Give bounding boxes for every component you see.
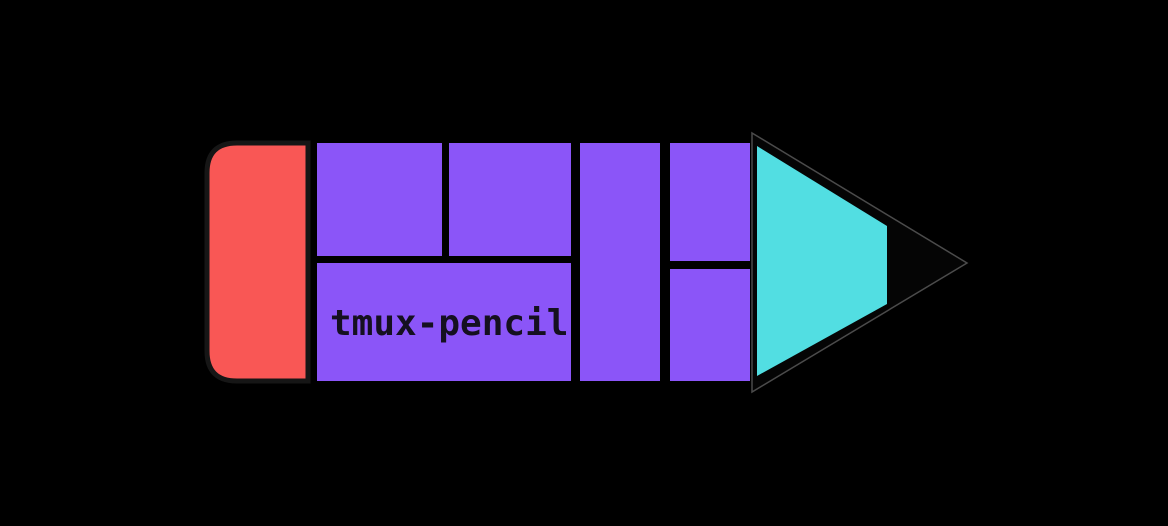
tmux-pane-top-middle: [449, 143, 571, 256]
pencil-eraser: [204, 140, 311, 384]
pencil-tip-wood: [757, 146, 887, 376]
tmux-pane-right-top: [670, 143, 750, 261]
tmux-pane-top-left: [317, 143, 442, 256]
tmux-pane-title: [317, 263, 571, 381]
tmux-pane-right-bottom: [670, 269, 750, 381]
tmux-pane-tall: [580, 143, 660, 381]
logo-title: tmux-pencil: [330, 303, 568, 344]
